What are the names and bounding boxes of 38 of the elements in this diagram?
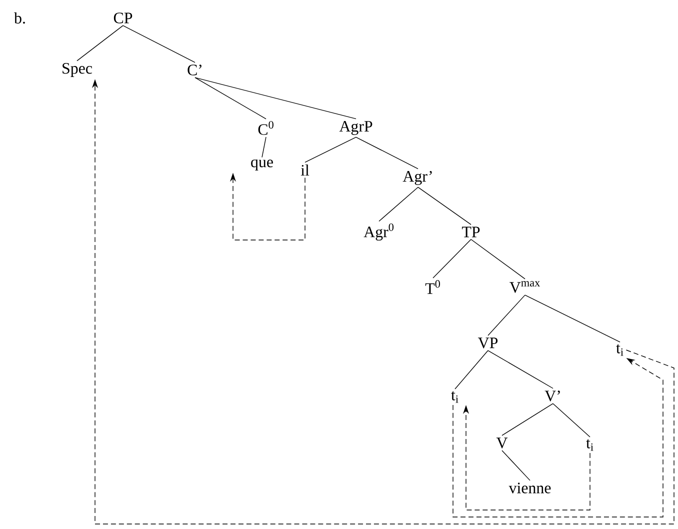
branch-line <box>470 239 526 280</box>
tree-label: t$_{i}$ <box>451 391 458 403</box>
tree-label: C’ <box>188 64 202 76</box>
branch-line <box>454 350 488 390</box>
branch-line <box>304 136 356 163</box>
branch-line <box>194 77 266 120</box>
tree-label: CP <box>114 12 132 24</box>
branch-line <box>122 25 196 63</box>
branch-line <box>262 136 266 158</box>
branch-line <box>194 77 356 120</box>
branch-line <box>524 294 620 342</box>
branch-line <box>502 403 554 436</box>
tree-label: V’ <box>544 390 560 402</box>
branch-line <box>378 186 418 222</box>
tree-label: Agr’ <box>402 170 432 186</box>
branch-line <box>432 239 472 278</box>
example-label: b. <box>14 12 25 24</box>
tree-label: T$^{0}$ <box>425 280 440 294</box>
branch-line <box>552 403 590 438</box>
tree-label: V$^{max}$ <box>510 281 540 293</box>
tree-label: TP <box>462 226 480 238</box>
tree-label: Agr$^{0}$ <box>364 223 394 241</box>
tree-label: vienne <box>508 482 551 494</box>
branch-line <box>488 294 526 336</box>
branch-line <box>356 136 418 170</box>
tree-label: C$^{0}$ <box>258 121 274 135</box>
branch-line <box>502 450 530 481</box>
tree-label: t$_{i}$ <box>616 344 624 356</box>
tree-label: AgrP <box>339 121 372 135</box>
branch-line <box>488 350 554 389</box>
tree-label: V <box>496 438 508 448</box>
branch-line <box>418 186 472 225</box>
tree-label: t$_{i}$ <box>586 439 594 451</box>
tree-label: il <box>300 164 310 176</box>
tree-label: VP <box>478 338 498 348</box>
branch-line <box>76 25 124 62</box>
tree-label: que <box>251 159 273 171</box>
tree-label: Spec <box>62 63 92 77</box>
